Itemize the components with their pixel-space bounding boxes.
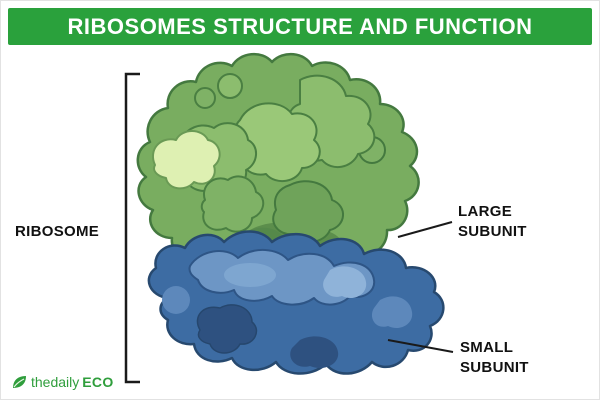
large-subunit-label: LARGE SUBUNIT xyxy=(458,203,527,241)
small-subunit-pointer-line xyxy=(387,339,454,353)
title-banner: RIBOSOMES STRUCTURE AND FUNCTION xyxy=(8,8,592,45)
small-subunit-label: SMALL SUBUNIT xyxy=(460,339,529,377)
small-subunit-illustration xyxy=(147,230,445,375)
ribosome-label: RIBOSOME xyxy=(15,223,100,240)
page-title: RIBOSOMES STRUCTURE AND FUNCTION xyxy=(67,13,533,39)
logo-text-prefix: thedaily xyxy=(31,374,80,390)
leaf-icon xyxy=(13,376,26,388)
ribosome-bracket xyxy=(124,72,140,384)
logo-text-suffix: ECO xyxy=(82,374,114,390)
large-subunit-pointer-line xyxy=(397,221,453,238)
